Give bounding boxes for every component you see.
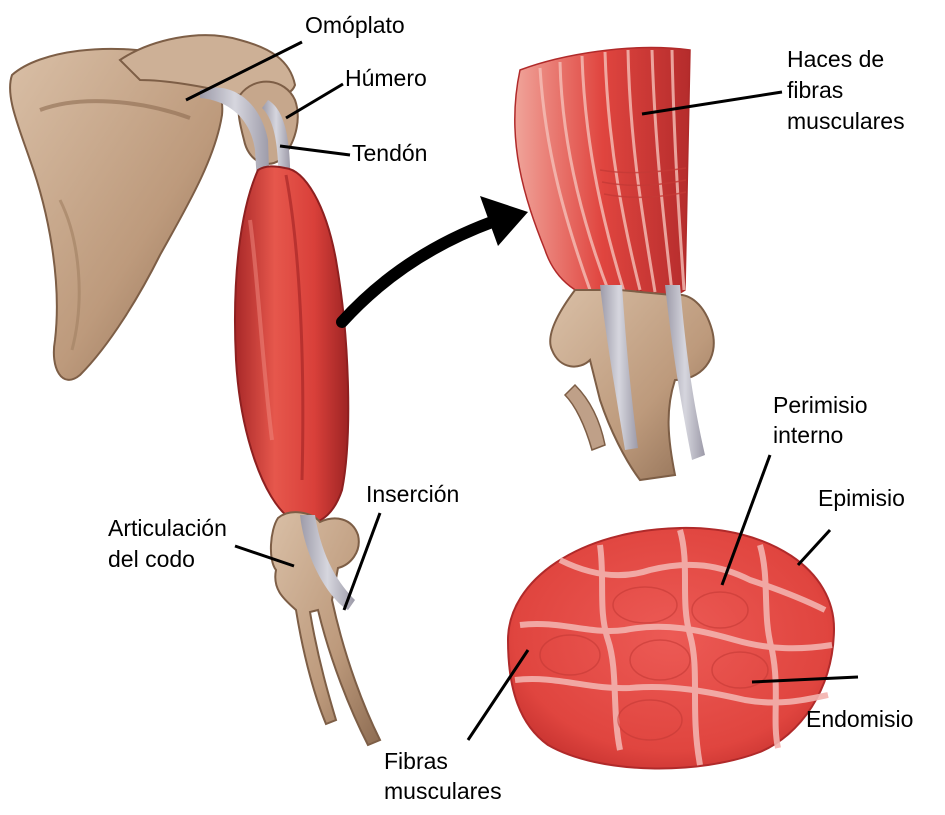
tendon-leader [280,146,350,155]
label-endomisio: Endomisio [806,706,913,733]
label-insercion: Inserción [366,481,459,508]
label-articulacion-line-1: Articulación [108,513,227,544]
label-articulacion-line-2: del codo [108,544,227,575]
fiber-bundles-illustration [515,48,714,480]
label-haces-line-2: fibras [787,75,905,106]
elbow-and-forearm [271,512,380,745]
label-omoplato: Omóplato [305,12,405,39]
label-haces-line-1: Haces de [787,44,905,75]
label-tendon: Tendón [352,140,427,167]
zoom-arrow [342,196,528,322]
biceps-muscle [235,166,348,523]
label-haces-line-3: musculares [787,106,905,137]
label-fibras-musculares: Fibras musculares [384,746,502,806]
epimisio-leader [798,530,830,565]
label-fibras-line-1: Fibras [384,746,502,776]
label-perimisio-line-2: interno [773,420,868,450]
label-epimisio: Epimisio [818,485,905,512]
cross-section-illustration [508,528,834,769]
label-humero: Húmero [345,65,427,92]
label-perimisio-interno: Perimisio interno [773,390,868,450]
label-haces-de-fibras-musculares: Haces de fibras musculares [787,44,905,137]
label-fibras-line-2: musculares [384,776,502,806]
label-articulacion-del-codo: Articulación del codo [108,513,227,575]
label-perimisio-line-1: Perimisio [773,390,868,420]
